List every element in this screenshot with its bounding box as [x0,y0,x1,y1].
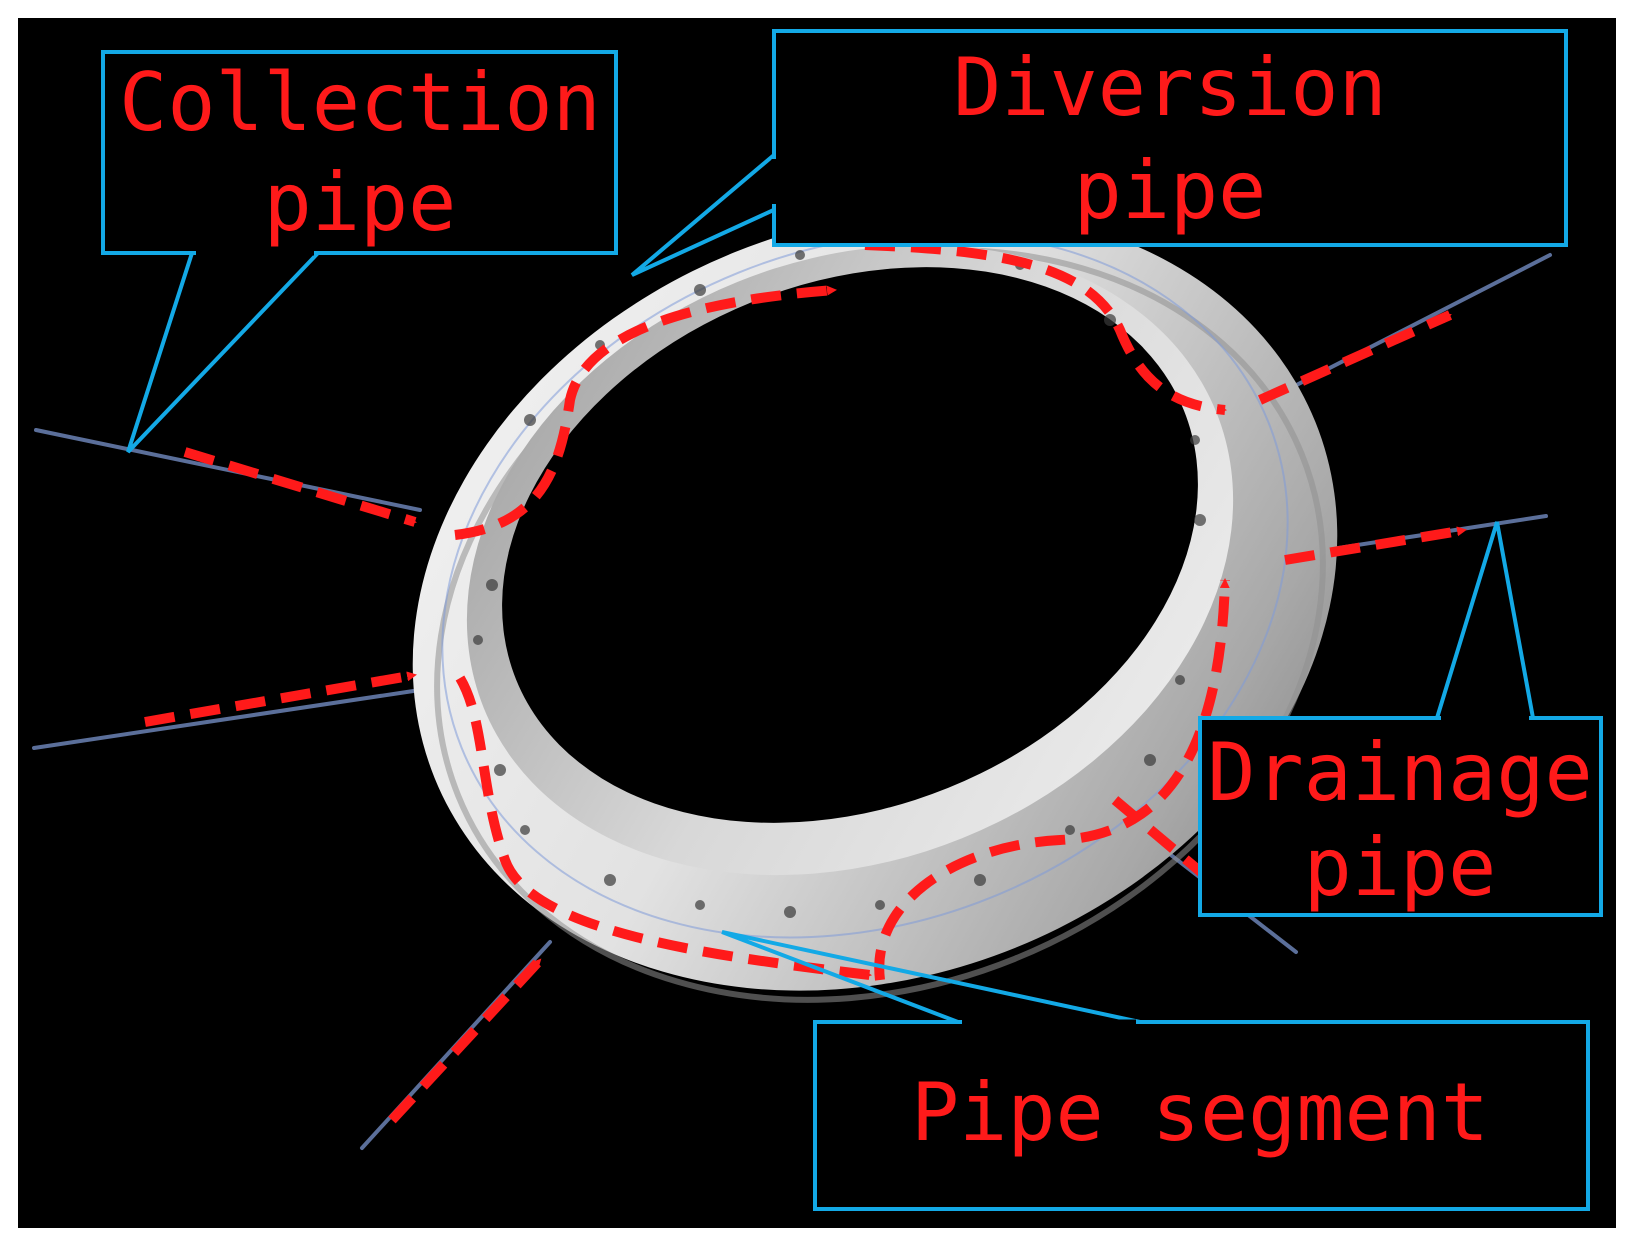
flow-arrow-diversion-top [454,285,837,540]
ring-groove [441,231,1289,939]
collection-callout-box [101,50,618,255]
ring-hole [502,267,1198,823]
flow-arrow-outlet-middle [1284,525,1467,565]
flow-arrows [144,240,1467,1124]
collection-label-line1: Collection [119,56,601,149]
callout-pointers [126,153,1535,1024]
drainage-callout-pointer [1435,521,1535,719]
flow-arrow-outlet-upper [1257,310,1453,405]
segment-callout-box [813,1020,1590,1211]
drainage-label-line1: Drainage [1207,726,1592,819]
collection-label-line2: pipe [264,156,457,249]
segment-label: Pipe segment [911,1066,1489,1159]
flow-arrow-inlet-lower [388,956,544,1124]
drainage-label-line2: pipe [1304,821,1497,914]
flow-arrow-outlet-lower [1111,796,1244,909]
flow-arrow-inlet-upper [183,447,417,527]
flow-arrow-diversion-right [864,240,1227,415]
segment-callout-pointer [721,930,1141,1024]
pipe-segment-ring [412,209,1338,1003]
diversion-callout-box [772,29,1568,247]
flow-arrow-loop-lower [455,675,872,980]
diversion-label-line1: Diversion [953,41,1386,134]
flow-arrow-loop-right [874,578,1230,981]
callout-joint-masks [196,159,1529,1025]
collection-pipe-middle [32,688,422,750]
drainage-callout-box [1198,716,1603,917]
collection-callout-pointer [126,251,320,454]
callout-labels: Collection pipe Diversion pipe Drainage … [119,41,1592,1159]
diversion-callout-pointer [630,153,779,277]
callout-boxes [101,29,1603,1211]
diversion-label-line2: pipe [1074,144,1267,237]
